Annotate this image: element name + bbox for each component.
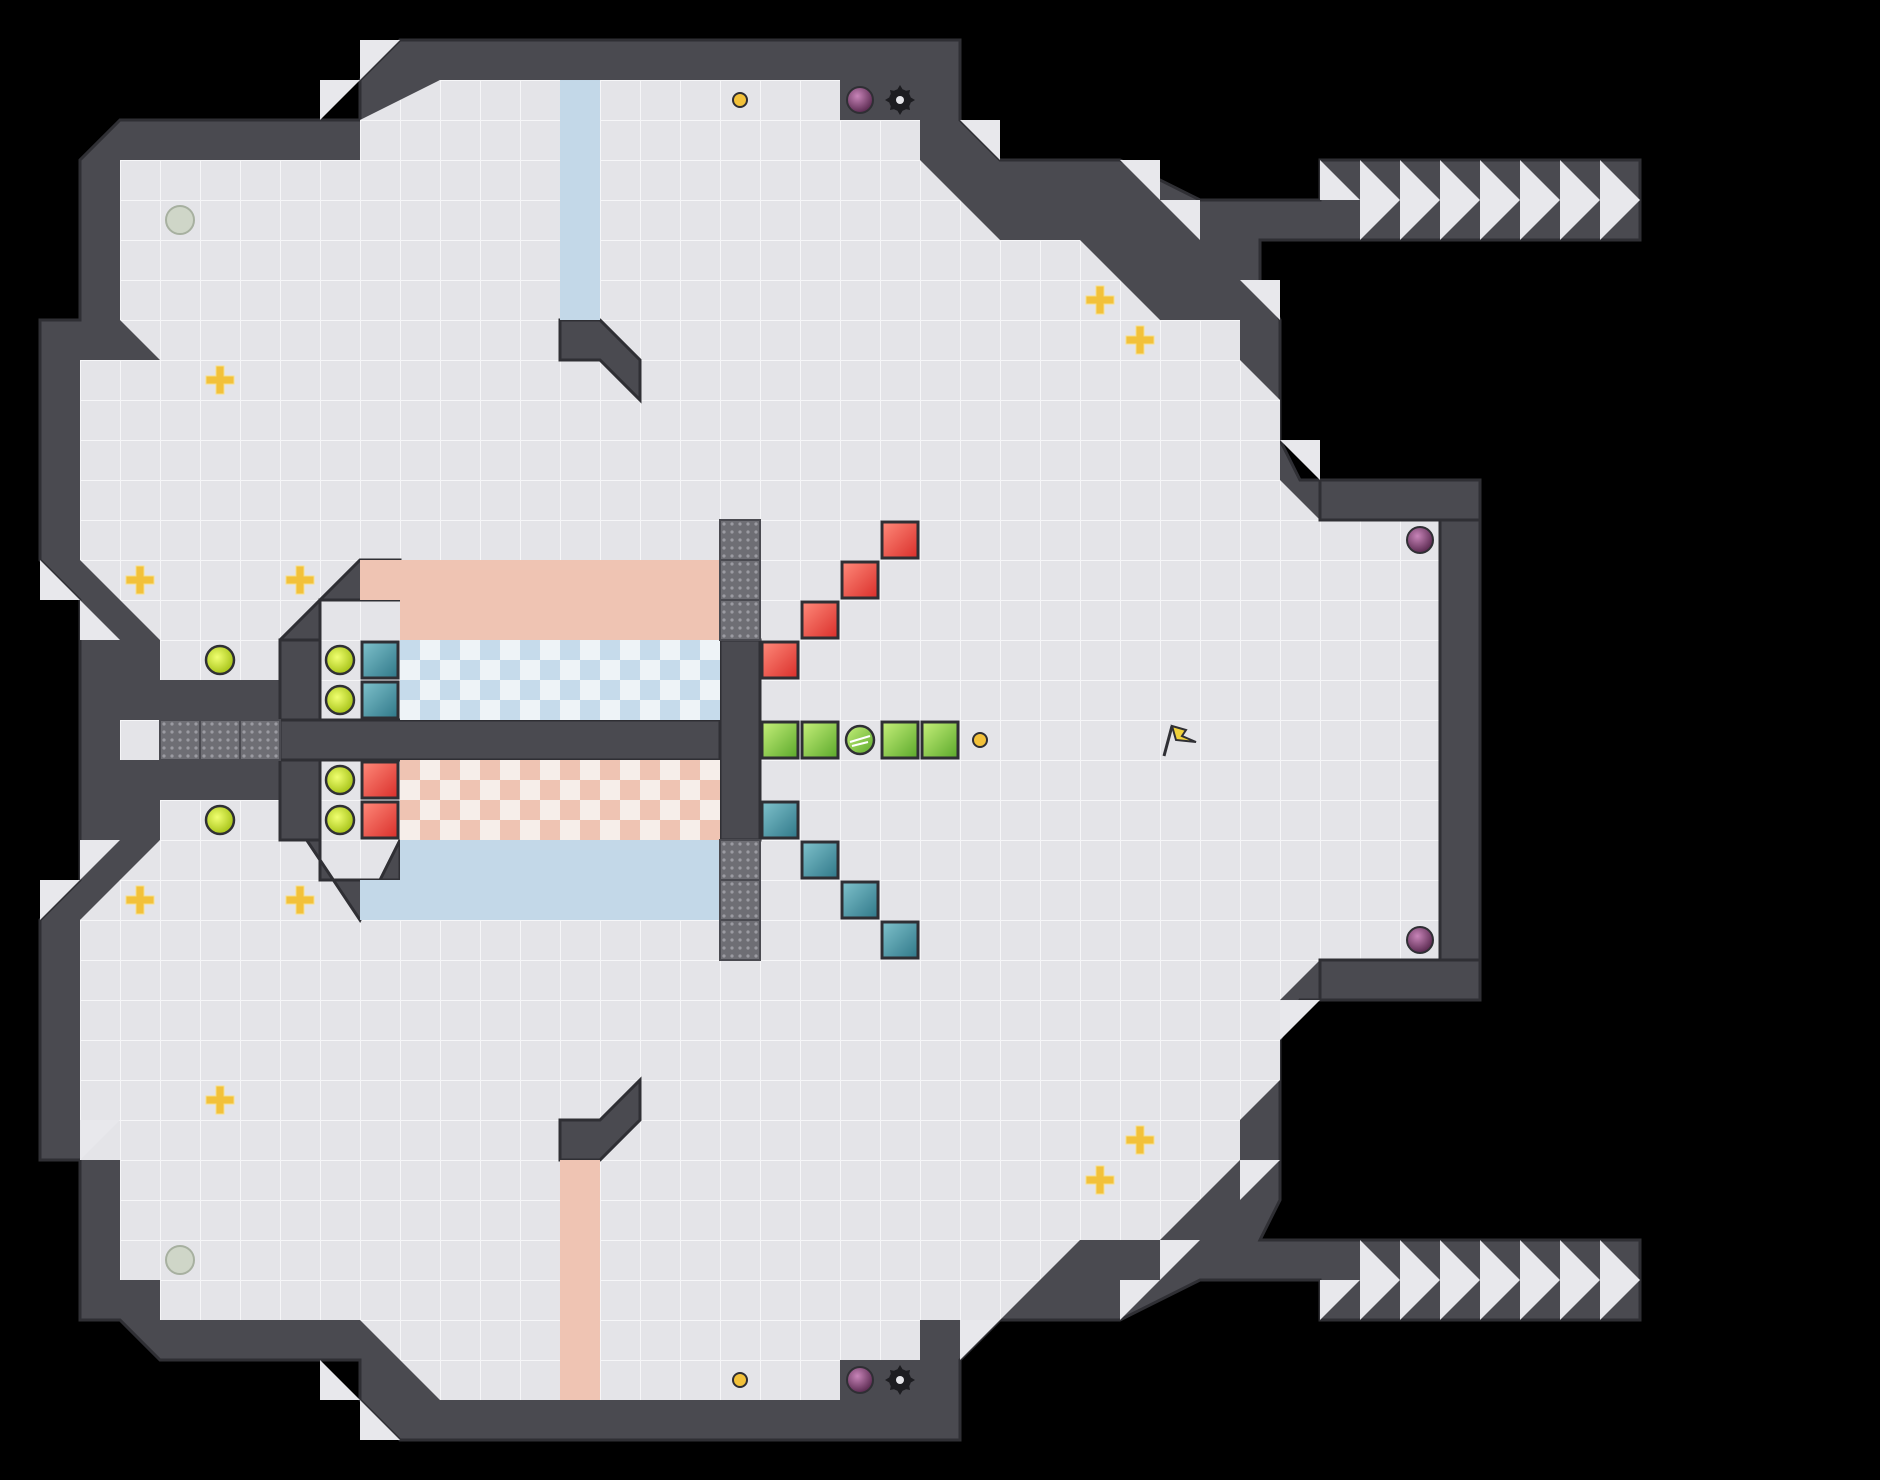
plus-bonuses[interactable] xyxy=(125,285,1155,1195)
metal-grate-icon xyxy=(239,719,281,761)
lime-switch-icon[interactable] xyxy=(324,684,356,716)
blue-checker-zone xyxy=(400,640,720,720)
bombs[interactable] xyxy=(846,86,1434,1394)
metal-grate-icon xyxy=(719,519,761,561)
plus-bonus-icon[interactable] xyxy=(205,1085,235,1115)
lime-switch-icon[interactable] xyxy=(204,804,236,836)
blue-block[interactable] xyxy=(360,680,400,720)
metal-grate-icon xyxy=(159,719,201,761)
red-block[interactable] xyxy=(360,800,400,840)
bomb-icon[interactable] xyxy=(846,86,874,114)
sawblades xyxy=(885,85,915,1395)
metal-grate-icon xyxy=(719,879,761,921)
blocks[interactable] xyxy=(360,520,960,960)
coins[interactable] xyxy=(732,92,988,1388)
green-block[interactable] xyxy=(760,720,800,760)
pad-icon xyxy=(165,205,195,235)
metal-grate-icon xyxy=(719,919,761,961)
red-zone-upper xyxy=(360,560,720,640)
plus-bonus-icon[interactable] xyxy=(1125,1125,1155,1155)
green-block[interactable] xyxy=(920,720,960,760)
metal-grate-icon xyxy=(719,559,761,601)
blue-block[interactable] xyxy=(360,640,400,680)
coin-icon[interactable] xyxy=(732,92,748,108)
red-block[interactable] xyxy=(840,560,880,600)
lime-switches[interactable] xyxy=(204,644,356,836)
spikes xyxy=(40,40,1640,1440)
plus-bonus-icon[interactable] xyxy=(1085,285,1115,315)
red-zone-bottom xyxy=(560,1160,600,1400)
metal-grate-icon xyxy=(719,599,761,641)
metal-grates xyxy=(159,519,761,961)
plus-bonus-icon[interactable] xyxy=(125,885,155,915)
lime-switch-icon[interactable] xyxy=(324,804,356,836)
red-block[interactable] xyxy=(880,520,920,560)
plus-bonus-icon[interactable] xyxy=(285,565,315,595)
green-block[interactable] xyxy=(880,720,920,760)
bomb-icon[interactable] xyxy=(1406,526,1434,554)
bomb-icon[interactable] xyxy=(1406,926,1434,954)
inactive-pads xyxy=(165,205,195,1275)
plus-bonus-icon[interactable] xyxy=(1125,325,1155,355)
metal-grate-icon xyxy=(199,719,241,761)
plus-bonus-icon[interactable] xyxy=(285,885,315,915)
green-ball[interactable] xyxy=(844,724,876,756)
red-block[interactable] xyxy=(760,640,800,680)
plus-bonus-icon[interactable] xyxy=(125,565,155,595)
pad-icon xyxy=(165,1245,195,1275)
red-checker-zone xyxy=(400,760,720,840)
color-zones xyxy=(360,80,720,1400)
red-block[interactable] xyxy=(360,760,400,800)
plus-bonus-icon[interactable] xyxy=(1085,1165,1115,1195)
blue-zone-lower xyxy=(360,840,720,920)
bomb-icon[interactable] xyxy=(846,1366,874,1394)
lime-switch-icon[interactable] xyxy=(324,764,356,796)
coin-icon[interactable] xyxy=(972,732,988,748)
blue-block[interactable] xyxy=(840,880,880,920)
lime-switch-icon[interactable] xyxy=(324,644,356,676)
sawblade-icon xyxy=(885,1365,915,1395)
flag-icon[interactable] xyxy=(1162,724,1197,757)
metal-grate-icon xyxy=(719,839,761,881)
plus-bonus-icon[interactable] xyxy=(205,365,235,395)
blue-block[interactable] xyxy=(800,840,840,880)
blue-block[interactable] xyxy=(880,920,920,960)
lime-switch-icon[interactable] xyxy=(204,644,236,676)
green-block[interactable] xyxy=(800,720,840,760)
blue-block[interactable] xyxy=(760,800,800,840)
coin-icon[interactable] xyxy=(732,1372,748,1388)
sawblade-icon xyxy=(885,85,915,115)
blue-zone-top xyxy=(560,80,600,320)
red-block[interactable] xyxy=(800,600,840,640)
